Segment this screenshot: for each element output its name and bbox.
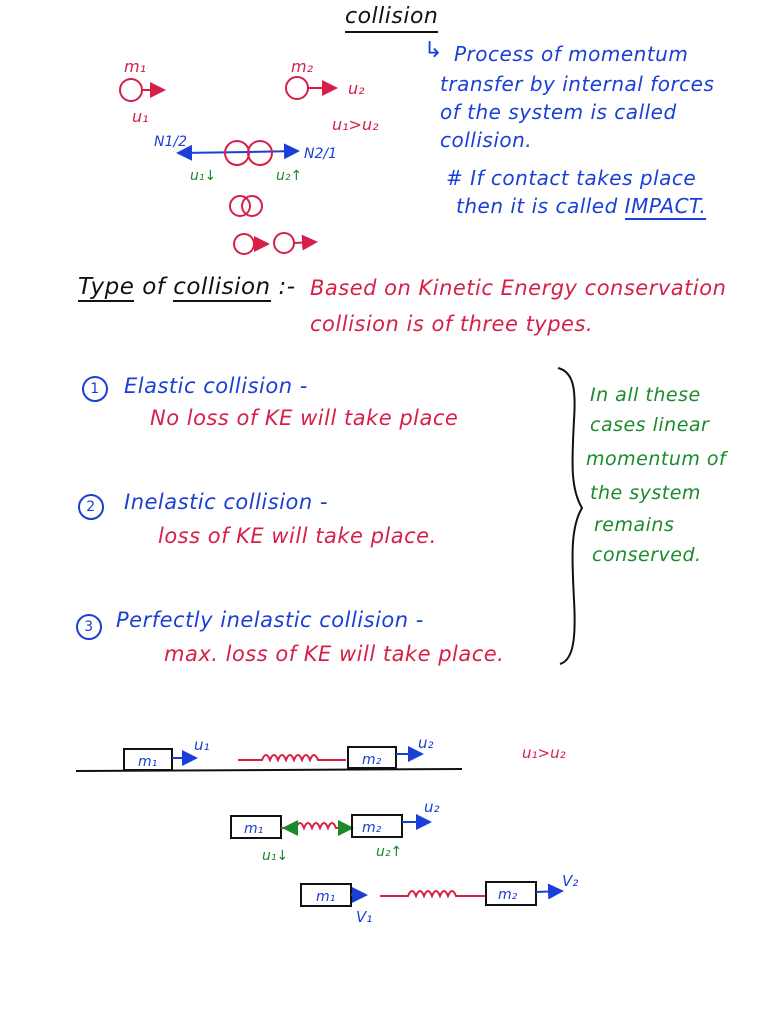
separated-ball-2 — [273, 232, 295, 254]
deformed-ball-1 — [229, 195, 251, 217]
block-m2-label: m₂ — [362, 752, 382, 768]
definition-line: of the system is called — [440, 100, 677, 124]
side-note-line: the system — [590, 482, 701, 504]
ball-m2 — [285, 76, 309, 100]
side-note-line: remains — [594, 514, 675, 536]
impact-line-1: # If contact takes place — [446, 166, 697, 190]
types-description-line: Based on Kinetic Energy conservation — [310, 276, 727, 300]
m1-label: m₁ — [124, 57, 146, 76]
definition-line: Process of momentum — [454, 42, 689, 66]
block-m1-label: m₁ — [316, 889, 335, 905]
definition-line: collision. — [440, 128, 533, 152]
u1-label: u₁ — [194, 736, 210, 754]
u1-label: u₁ — [132, 107, 149, 126]
block-m1-label: m₁ — [138, 754, 157, 770]
type-name: Elastic collision - — [124, 374, 308, 398]
top-collision-diagram: m₁ u₁ m₂ u₂ u₁>u₂ N1/2 N2/1 u₁↓ u₂↑ — [119, 57, 379, 255]
block-m1 — [123, 748, 173, 771]
block-m2-label: m₂ — [362, 820, 382, 836]
types-heading-suffix: :- — [270, 274, 296, 300]
n12-arrow — [176, 144, 251, 161]
block-m2 — [485, 881, 537, 906]
ball-m1 — [119, 78, 143, 102]
block-m1-label: m₁ — [244, 821, 263, 837]
spring-diagram-row3: m₁ V₁ m₂ V₂ — [300, 872, 578, 926]
u2-label: u₂ — [348, 79, 365, 98]
impact-word: IMPACT. — [624, 194, 707, 220]
types-heading-collision: collision — [173, 274, 271, 302]
types-heading-of: of — [134, 274, 174, 300]
block-m2-label: m₂ — [498, 887, 518, 903]
v1-label: V₁ — [356, 908, 372, 926]
u1-down-label: u₁↓ — [262, 848, 288, 864]
m2-label: m₂ — [291, 57, 314, 76]
condition-label: u₁>u₂ — [332, 115, 379, 134]
type-detail: No loss of KE will take place — [150, 406, 459, 430]
separated-arrow-2 — [293, 234, 318, 251]
v2-arrow — [535, 883, 564, 900]
separated-ball-1 — [233, 233, 255, 255]
definition-line: transfer by internal forces — [440, 72, 715, 96]
u2-label: u₂ — [424, 798, 440, 816]
side-note-line: In all these — [590, 384, 701, 406]
block-m2 — [347, 746, 397, 769]
types-heading-type: Type — [78, 274, 135, 302]
condition-label: u₁>u₂ — [522, 744, 566, 762]
spring — [281, 822, 350, 831]
types-heading: Type of collision :- — [78, 274, 296, 302]
type-detail: max. loss of KE will take place. — [164, 642, 505, 666]
n21-label: N2/1 — [304, 146, 337, 162]
u2-up-label: u₂↑ — [376, 844, 402, 860]
u2-label: u₂ — [418, 734, 434, 752]
type-name: Perfectly inelastic collision - — [116, 608, 424, 632]
spring — [238, 754, 346, 763]
type-number-badge: 2 — [78, 494, 104, 520]
u1-down-label: u₁↓ — [190, 168, 216, 184]
spring-diagram-row2: m₁ m₂ u₂ u₁↓ u₂↑ — [230, 798, 440, 864]
type-number-badge: 1 — [82, 376, 108, 402]
type-detail: loss of KE will take place. — [158, 524, 437, 548]
page-title: collision — [345, 4, 439, 33]
block-m2 — [351, 814, 403, 838]
n12-label: N1/2 — [154, 134, 187, 150]
deformed-ball-2 — [241, 195, 263, 217]
contact-ball-2 — [247, 140, 273, 166]
definition-arrow-icon: ↳ — [424, 38, 443, 63]
side-note-line: conserved. — [592, 544, 702, 566]
spring-diagram-row1: m₁ u₁ m₂ u₂ u₁>u₂ — [75, 734, 566, 772]
type-name: Inelastic collision - — [124, 490, 328, 514]
side-note-line: cases linear — [590, 414, 710, 436]
brace — [557, 367, 584, 665]
spring — [380, 890, 486, 899]
impact-line-2: then it is called IMPACT. — [456, 194, 707, 220]
n21-arrow — [249, 143, 300, 160]
types-description-line: collision is of three types. — [310, 312, 594, 336]
u2-up-label: u₂↑ — [276, 168, 302, 184]
type-number-badge: 3 — [76, 614, 102, 640]
impact-prefix: then it is called — [456, 194, 625, 218]
side-note-line: momentum of — [586, 448, 727, 470]
v2-label: V₂ — [562, 872, 578, 890]
